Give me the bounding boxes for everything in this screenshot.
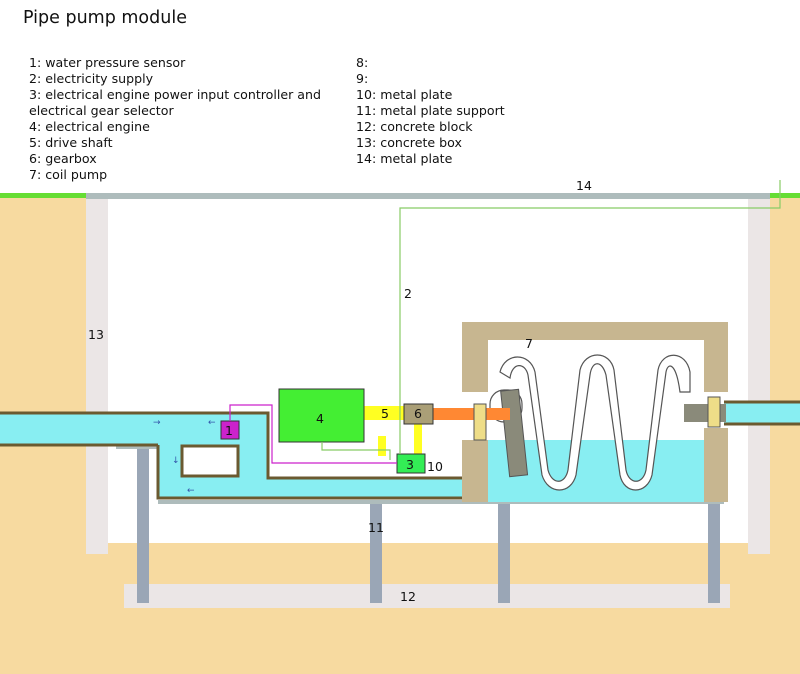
legend-item: 2: electricity supply <box>29 71 154 86</box>
legend-item: 10: metal plate <box>356 87 453 102</box>
flow-arrow-icon: → <box>153 418 161 428</box>
inflow-pipe-water <box>0 413 158 445</box>
top-metal-plate <box>86 193 770 199</box>
outflow-plug <box>707 396 721 428</box>
electricity-supply-wire <box>399 180 781 454</box>
metal-plate-segment <box>116 446 160 449</box>
flow-arrow-icon: ← <box>208 418 216 428</box>
support-leg <box>498 502 510 603</box>
support-leg <box>708 502 720 603</box>
label-1: 1 <box>225 423 233 438</box>
legend-item: 14: metal plate <box>356 151 453 166</box>
label-6: 6 <box>414 406 422 421</box>
legend-left: 1: water pressure sensor 2: electricity … <box>29 55 321 183</box>
legend-item: electrical gear selector <box>29 103 174 118</box>
channel-inner-block <box>180 444 240 478</box>
label-2: 2 <box>404 286 412 301</box>
concrete-box-wall-left <box>86 196 108 554</box>
legend-item: 7: coil pump <box>29 167 108 182</box>
flow-arrow-icon: ↓ <box>172 456 180 466</box>
coil-loops <box>499 354 691 491</box>
legend-item: 8: <box>356 55 369 70</box>
pipe-wall <box>156 445 488 500</box>
legend-item: 12: concrete block <box>356 119 473 134</box>
flow-arrow-icon: ← <box>187 486 195 496</box>
drive-shaft <box>364 406 406 420</box>
concrete-block <box>124 584 730 608</box>
outflow-pipe-water <box>724 402 800 424</box>
grass-left <box>0 193 86 198</box>
gear-link <box>414 424 422 456</box>
legend-item: 13: concrete box <box>356 135 462 150</box>
diagram-title: Pipe pump module <box>23 8 187 28</box>
controller-link <box>378 436 386 456</box>
label-14: 14 <box>576 178 592 193</box>
label-7: 7 <box>525 336 533 351</box>
label-11: 11 <box>368 520 384 535</box>
legend-item: 9: <box>356 71 369 86</box>
label-4: 4 <box>316 411 324 426</box>
legend-item: 6: gearbox <box>29 151 97 166</box>
legend-item: 1: water pressure sensor <box>29 55 186 70</box>
label-12: 12 <box>400 589 416 604</box>
metal-plate-10 <box>158 500 724 504</box>
inlet-plug <box>473 403 487 441</box>
support-leg <box>137 448 149 603</box>
coil-drive-shaft <box>432 408 510 420</box>
label-13: 13 <box>88 327 104 342</box>
legend-item: 11: metal plate support <box>356 103 505 118</box>
legend-right: 8: 9: 10: metal plate 11: metal plate su… <box>356 55 505 167</box>
pipe-wall <box>158 411 462 480</box>
legend-item: 4: electrical engine <box>29 119 150 134</box>
sensor-wire <box>229 404 397 464</box>
support-leg <box>370 502 382 603</box>
label-10: 10 <box>427 459 443 474</box>
concrete-box-wall-right <box>748 196 770 554</box>
legend-item: 5: drive shaft <box>29 135 113 150</box>
grass-right <box>770 193 800 198</box>
label-3: 3 <box>406 457 414 472</box>
engine-wire <box>321 442 391 460</box>
gearbox <box>403 403 434 425</box>
legend-item: 3: electrical engine power input control… <box>29 87 321 102</box>
label-5: 5 <box>381 406 389 421</box>
